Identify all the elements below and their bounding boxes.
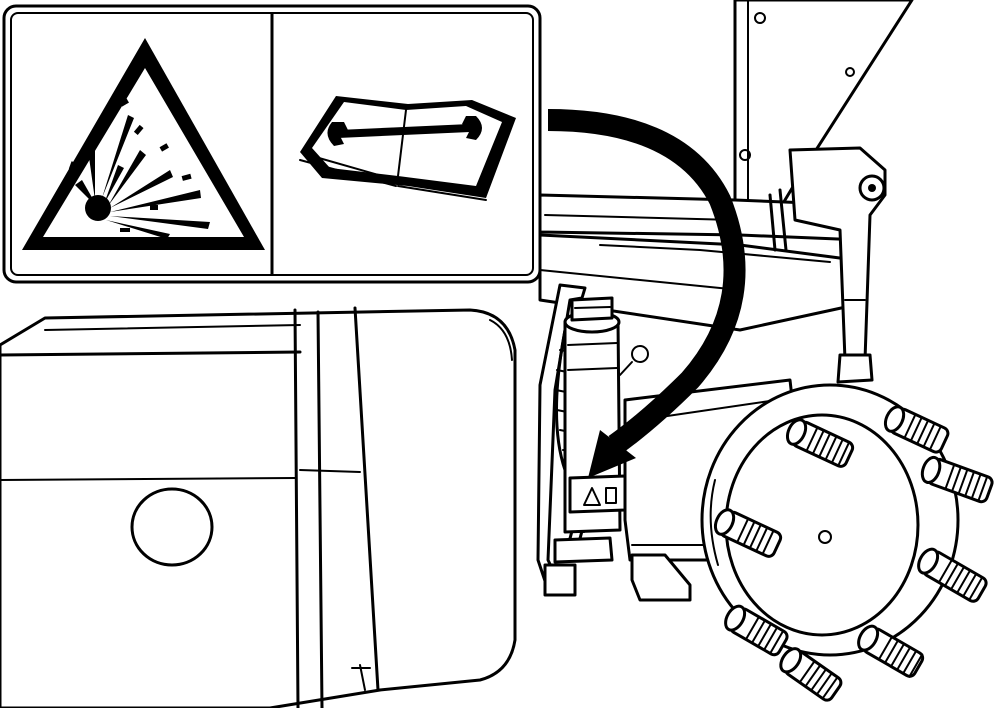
tank-inspection-port — [130, 487, 214, 567]
wheel-studs — [713, 405, 994, 702]
accumulator-assembly — [536, 283, 649, 597]
axle-hub — [623, 378, 994, 702]
explosion-warning-icon — [22, 38, 265, 250]
fuel-tank — [0, 306, 517, 708]
curved-arrow-icon — [547, 109, 746, 478]
safety-decal — [2, 4, 542, 284]
read-manual-icon — [299, 96, 516, 201]
